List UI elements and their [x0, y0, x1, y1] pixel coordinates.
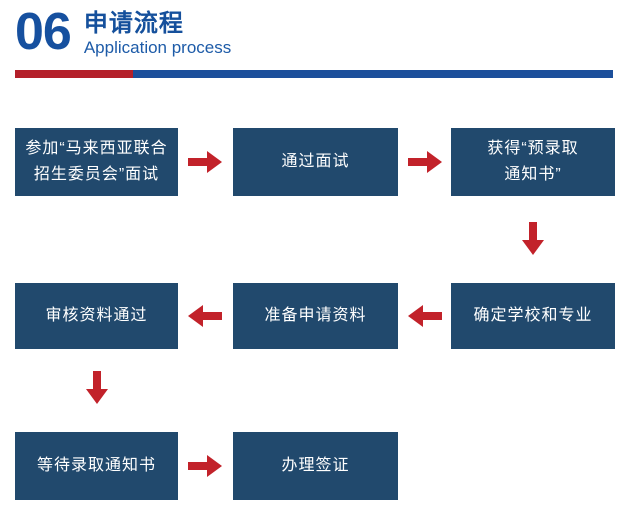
arrow-right-icon — [188, 151, 222, 173]
header: 06 申请流程 Application process — [15, 6, 231, 58]
step-box-1: 参加“马来西亚联合 招生委员会”面试 — [15, 128, 178, 196]
divider-bar — [15, 70, 613, 78]
step-box-4: 确定学校和专业 — [451, 283, 615, 349]
arrow-down-icon — [522, 222, 544, 255]
divider-blue-segment — [133, 70, 613, 78]
arrow-right-icon — [188, 455, 222, 477]
step-box-3: 获得“预录取 通知书” — [451, 128, 615, 196]
step-box-6: 审核资料通过 — [15, 283, 178, 349]
section-title-zh: 申请流程 — [83, 10, 184, 37]
step-box-7: 等待录取通知书 — [15, 432, 178, 500]
arrow-right-icon — [408, 151, 442, 173]
step-box-8: 办理签证 — [233, 432, 398, 500]
section-number: 06 — [15, 3, 72, 61]
section-titles: 申请流程 Application process — [84, 6, 231, 58]
step-box-5: 准备申请资料 — [233, 283, 398, 349]
step-box-2: 通过面试 — [233, 128, 398, 196]
section-title-en: Application process — [83, 38, 232, 57]
arrow-left-icon — [408, 305, 442, 327]
divider-red-segment — [15, 70, 133, 78]
arrow-left-icon — [188, 305, 222, 327]
arrow-down-icon — [86, 371, 108, 404]
